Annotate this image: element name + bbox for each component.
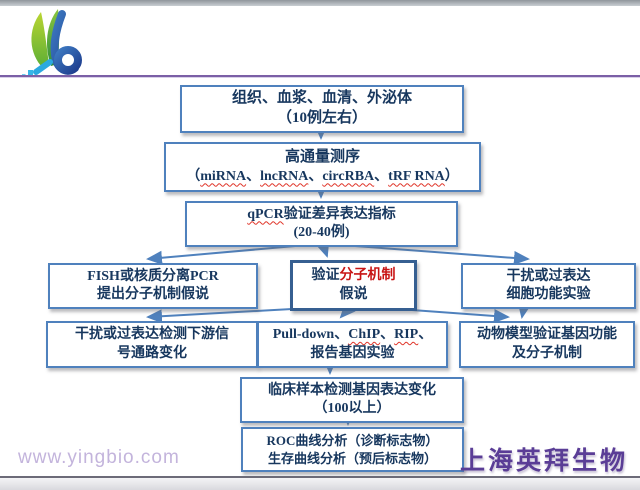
term-pulldown: Pull-down [272,327,335,343]
box-clinical-line2: （100以上） [313,401,391,416]
box-cell-function: 干扰或过表达 细胞功能实验 [461,263,636,309]
box-verify-mechanism: 验证分子机制 假说 [290,260,417,311]
box-animal-model: 动物模型验证基因功能 及分子机制 [459,321,635,368]
header-divider [0,75,640,78]
box-sequencing: 高通量测序 （miRNA、lncRNA、circRBA、tRF RNA） [164,142,481,192]
box-fish-line1: FISH或核质分离PCR [87,268,219,284]
box-fish-pcr: FISH或核质分离PCR 提出分子机制假说 [48,263,258,309]
term-circrba: circRBA [322,168,375,184]
box-verify-red-term: 分子机制 [339,268,396,284]
term-mirna: miRNA [200,168,247,184]
yingbio-logo-icon [22,9,82,78]
term-rip: RIP [394,327,419,343]
footer-divider [0,476,640,478]
box-downstream-line2: 号通路变化 [117,345,187,361]
box-qpcr-line2: (20-40例) [293,225,350,240]
box-downstream-signal: 干扰或过表达检测下游信 号通路变化 [46,321,258,368]
box-clinical-samples: 临床样本检测基因表达变化 （100以上） [240,377,464,423]
box-sequencing-line2: （miRNA、lncRNA、circRBA、tRF RNA） [186,168,459,186]
delimiter: 、 [308,168,323,184]
term-lncrna: lncRNA [260,168,309,184]
box-fish-line2: 提出分子机制假说 [97,287,209,302]
box-qpcr-line1: qPCR验证差异表达指标 [247,206,396,224]
company-name: 上海英拜生物 [459,448,628,475]
box-samples-line1: 组织、血浆、血清、外泌体 [231,90,412,107]
box-downstream-line1: 干扰或过表达检测下游信 [75,327,229,343]
delimiter: 、 [246,168,261,184]
box-qpcr: qPCR验证差异表达指标 (20-40例) [185,201,458,247]
box-verify-line2: 假说 [339,286,368,302]
box-samples-line2: （10例左右） [276,110,367,126]
box-roc-line2: 生存曲线分析（预后标志物） [267,450,437,466]
box-pulldown-line1: Pull-down、ChIP、RIP、 [273,326,433,344]
term-qpcr: qPCR [247,206,284,222]
paren-open: （ [186,168,201,184]
delimiter: 、 [334,327,349,343]
term-chip: ChIP [348,327,381,343]
delimiter: 、 [418,327,433,343]
box-qpcr-rest: 验证差异表达指标 [283,206,396,222]
box-roc-survival: ROC曲线分析（诊断标志物） 生存曲线分析（预后标志物） [241,427,464,472]
paren-close: ） [444,168,459,184]
delimiter: 、 [380,327,395,343]
box-animal-line1: 动物模型验证基因功能 [477,327,617,343]
box-clinical-line1: 临床样本检测基因表达变化 [268,382,436,398]
box-pulldown-line2: 报告基因实验 [310,345,395,361]
box-verify-line1: 验证分子机制 [312,267,396,285]
box-cell-line1: 干扰或过表达 [506,268,591,284]
box-pulldown-chip-rip: Pull-down、ChIP、RIP、 报告基因实验 [257,321,448,368]
box-sequencing-line1: 高通量测序 [284,148,360,165]
box-animal-line2: 及分子机制 [512,345,582,361]
box-samples: 组织、血浆、血清、外泌体 （10例左右） [180,85,464,133]
box-verify-prefix: 验证 [311,268,340,284]
delimiter: 、 [374,168,389,184]
term-trfrna: tRF RNA [388,168,445,184]
footer-band [0,478,640,490]
top-gray-bar [0,0,640,6]
watermark-url: www.yingbio.com [18,447,180,468]
box-cell-line2: 细胞功能实验 [506,287,591,302]
box-roc-line1: ROC曲线分析（诊断标志物） [266,433,439,449]
